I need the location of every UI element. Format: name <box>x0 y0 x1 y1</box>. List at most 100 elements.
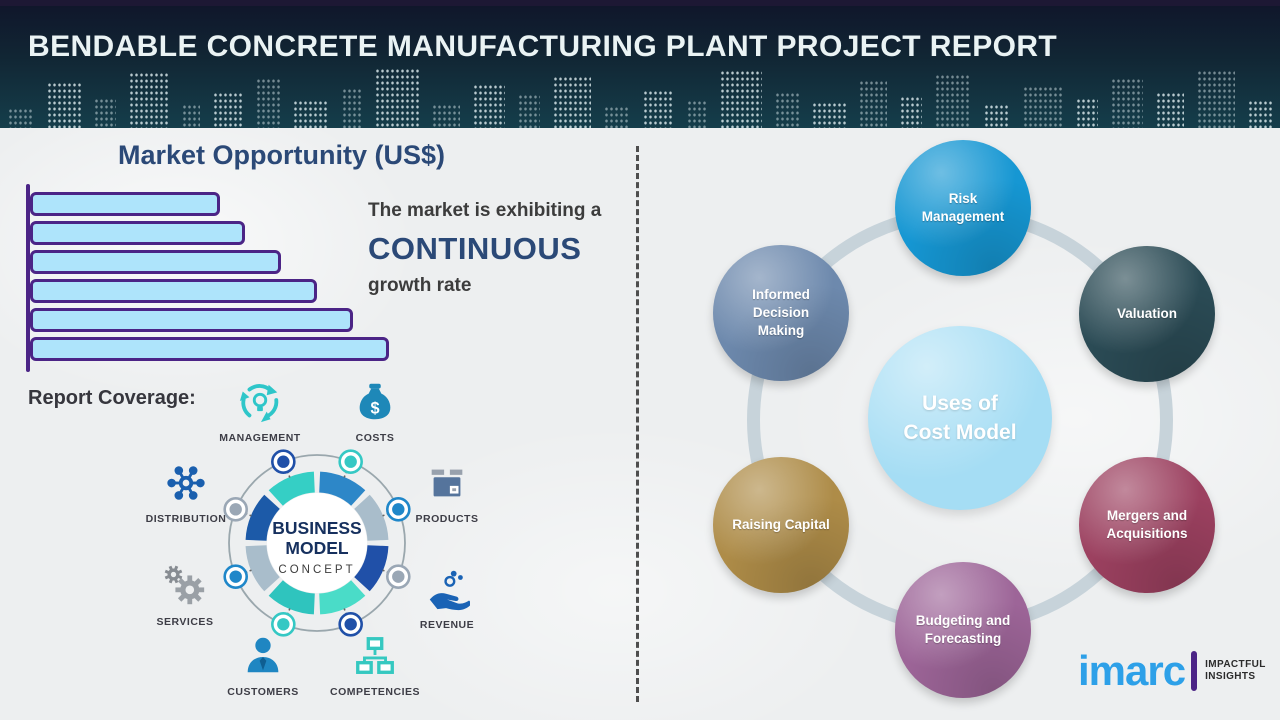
coverage-item-label: DISTRIBUTION <box>145 513 227 525</box>
building-silhouette <box>1155 92 1184 128</box>
bm-center-line3: CONCEPT <box>278 564 355 576</box>
building-silhouette <box>432 104 461 128</box>
bubble-label: Mergers and Acquisitions <box>1106 507 1188 541</box>
business-model-ring: BUSINESS MODEL CONCEPT <box>223 449 411 637</box>
building-silhouette <box>47 82 82 128</box>
coverage-item-label: SERVICES <box>156 616 214 628</box>
bm-center-line2: MODEL <box>285 538 349 558</box>
building-silhouette <box>473 84 506 128</box>
bubble-valuation: Valuation <box>1079 246 1215 382</box>
person-icon <box>247 637 279 673</box>
building-silhouette <box>94 98 117 128</box>
bar <box>30 221 246 245</box>
bubble-label: Raising Capital <box>732 516 830 532</box>
building-silhouette <box>858 80 887 128</box>
market-opportunity-title: Market Opportunity (US$) <box>118 140 446 170</box>
svg-text:$: $ <box>370 400 379 418</box>
coverage-item-costs: $ COSTS <box>317 379 433 444</box>
bar <box>30 337 389 361</box>
coverage-item-customers: CUSTOMERS <box>205 633 321 698</box>
bar <box>30 279 318 303</box>
bubble-informed-decision-making: Informed Decision Making <box>713 245 849 381</box>
bar <box>30 192 221 216</box>
building-silhouette <box>375 68 420 128</box>
building-silhouette <box>899 96 922 128</box>
city-skyline-graphic <box>0 66 1280 128</box>
bar <box>30 308 354 332</box>
bubble-raising-capital: Raising Capital <box>713 457 849 593</box>
caption-line1: The market is exhibiting a <box>368 200 602 221</box>
circular-arrows-lightbulb-icon <box>239 384 279 423</box>
report-coverage-label: Report Coverage: <box>28 387 196 409</box>
building-silhouette <box>1196 70 1235 128</box>
building-silhouette <box>293 100 330 128</box>
bm-center-line1: BUSINESS <box>272 518 361 538</box>
bubble-label: Informed Decision Making <box>752 286 810 339</box>
hub-uses-of-cost-model: Uses of Cost Model <box>868 326 1052 510</box>
coverage-item-label: COMPETENCIES <box>329 686 420 698</box>
building-silhouette <box>553 76 592 128</box>
building-silhouette <box>686 100 707 128</box>
building-silhouette <box>182 104 201 128</box>
money-bag-icon: $ <box>359 383 391 420</box>
building-silhouette <box>643 90 674 128</box>
building-silhouette <box>934 74 971 128</box>
caption-highlight: CONTINUOUS <box>368 231 582 266</box>
coverage-item-products: PRODUCTS <box>389 460 505 525</box>
chart-axis <box>26 184 30 372</box>
growth-caption: The market is exhibiting a CONTINUOUS gr… <box>368 200 638 297</box>
business-model-ring-diagram: BUSINESS MODEL CONCEPT <box>205 431 429 655</box>
building-silhouette <box>1110 78 1143 128</box>
imarc-logo: imarc IMPACTFUL INSIGHTS <box>1078 650 1266 692</box>
building-silhouette <box>604 106 631 128</box>
coverage-item-label: CUSTOMERS <box>227 686 299 698</box>
building-silhouette <box>774 92 799 128</box>
bubble-label: Valuation <box>1116 305 1177 321</box>
coverage-item-competencies: COMPETENCIES <box>317 633 433 698</box>
coverage-item-label: COSTS <box>355 432 395 444</box>
building-silhouette <box>342 88 363 128</box>
bubble-risk-management: Risk Management <box>895 140 1031 276</box>
hub-line2: Cost Model <box>903 421 1017 444</box>
building-silhouette <box>719 70 762 128</box>
bubble-label: Budgeting and Forecasting <box>915 612 1011 646</box>
logo-tagline-line1: IMPACTFUL <box>1205 658 1266 670</box>
org-chart-icon <box>356 637 394 674</box>
building-silhouette <box>213 92 244 128</box>
hub-line1: Uses of <box>922 391 998 415</box>
coverage-item-services: SERVICES <box>127 563 243 628</box>
bubble-label: Risk Management <box>921 190 1005 224</box>
bubble-mergers-acquisitions: Mergers and Acquisitions <box>1079 457 1215 593</box>
coverage-item-revenue: REVENUE <box>389 566 505 631</box>
building-silhouette <box>129 72 170 128</box>
bars-group <box>30 184 389 361</box>
header-band: BENDABLE CONCRETE MANUFACTURING PLANT PR… <box>0 0 1280 128</box>
building-silhouette <box>1022 86 1063 128</box>
page-title: BENDABLE CONCRETE MANUFACTURING PLANT PR… <box>28 30 1058 63</box>
coverage-item-distribution: DISTRIBUTION <box>128 460 244 525</box>
dashed-divider <box>636 146 639 702</box>
building-silhouette <box>1247 100 1272 128</box>
hand-coins-icon <box>429 570 470 611</box>
bar <box>30 250 282 274</box>
building-silhouette <box>256 78 281 128</box>
building-silhouette <box>983 104 1010 128</box>
gears-icon <box>164 565 205 605</box>
logo-tagline: IMPACTFUL INSIGHTS <box>1205 659 1266 684</box>
logo-divider-bar <box>1191 651 1198 691</box>
network-hub-icon <box>167 466 205 500</box>
coverage-item-management: MANAGEMENT <box>202 379 318 444</box>
bubble-budgeting-forecasting: Budgeting and Forecasting <box>895 562 1031 698</box>
coverage-item-label: PRODUCTS <box>415 513 479 525</box>
coverage-item-label: REVENUE <box>419 619 475 631</box>
market-opportunity-bar-chart <box>26 184 389 372</box>
imarc-wordmark: imarc <box>1078 647 1186 694</box>
logo-tagline-line2: INSIGHTS <box>1205 671 1256 682</box>
building-silhouette <box>811 102 846 128</box>
caption-line2: growth rate <box>368 275 472 296</box>
building-silhouette <box>8 108 34 128</box>
package-box-icon <box>431 469 463 497</box>
coverage-item-label: MANAGEMENT <box>219 432 301 444</box>
building-silhouette <box>518 94 541 128</box>
